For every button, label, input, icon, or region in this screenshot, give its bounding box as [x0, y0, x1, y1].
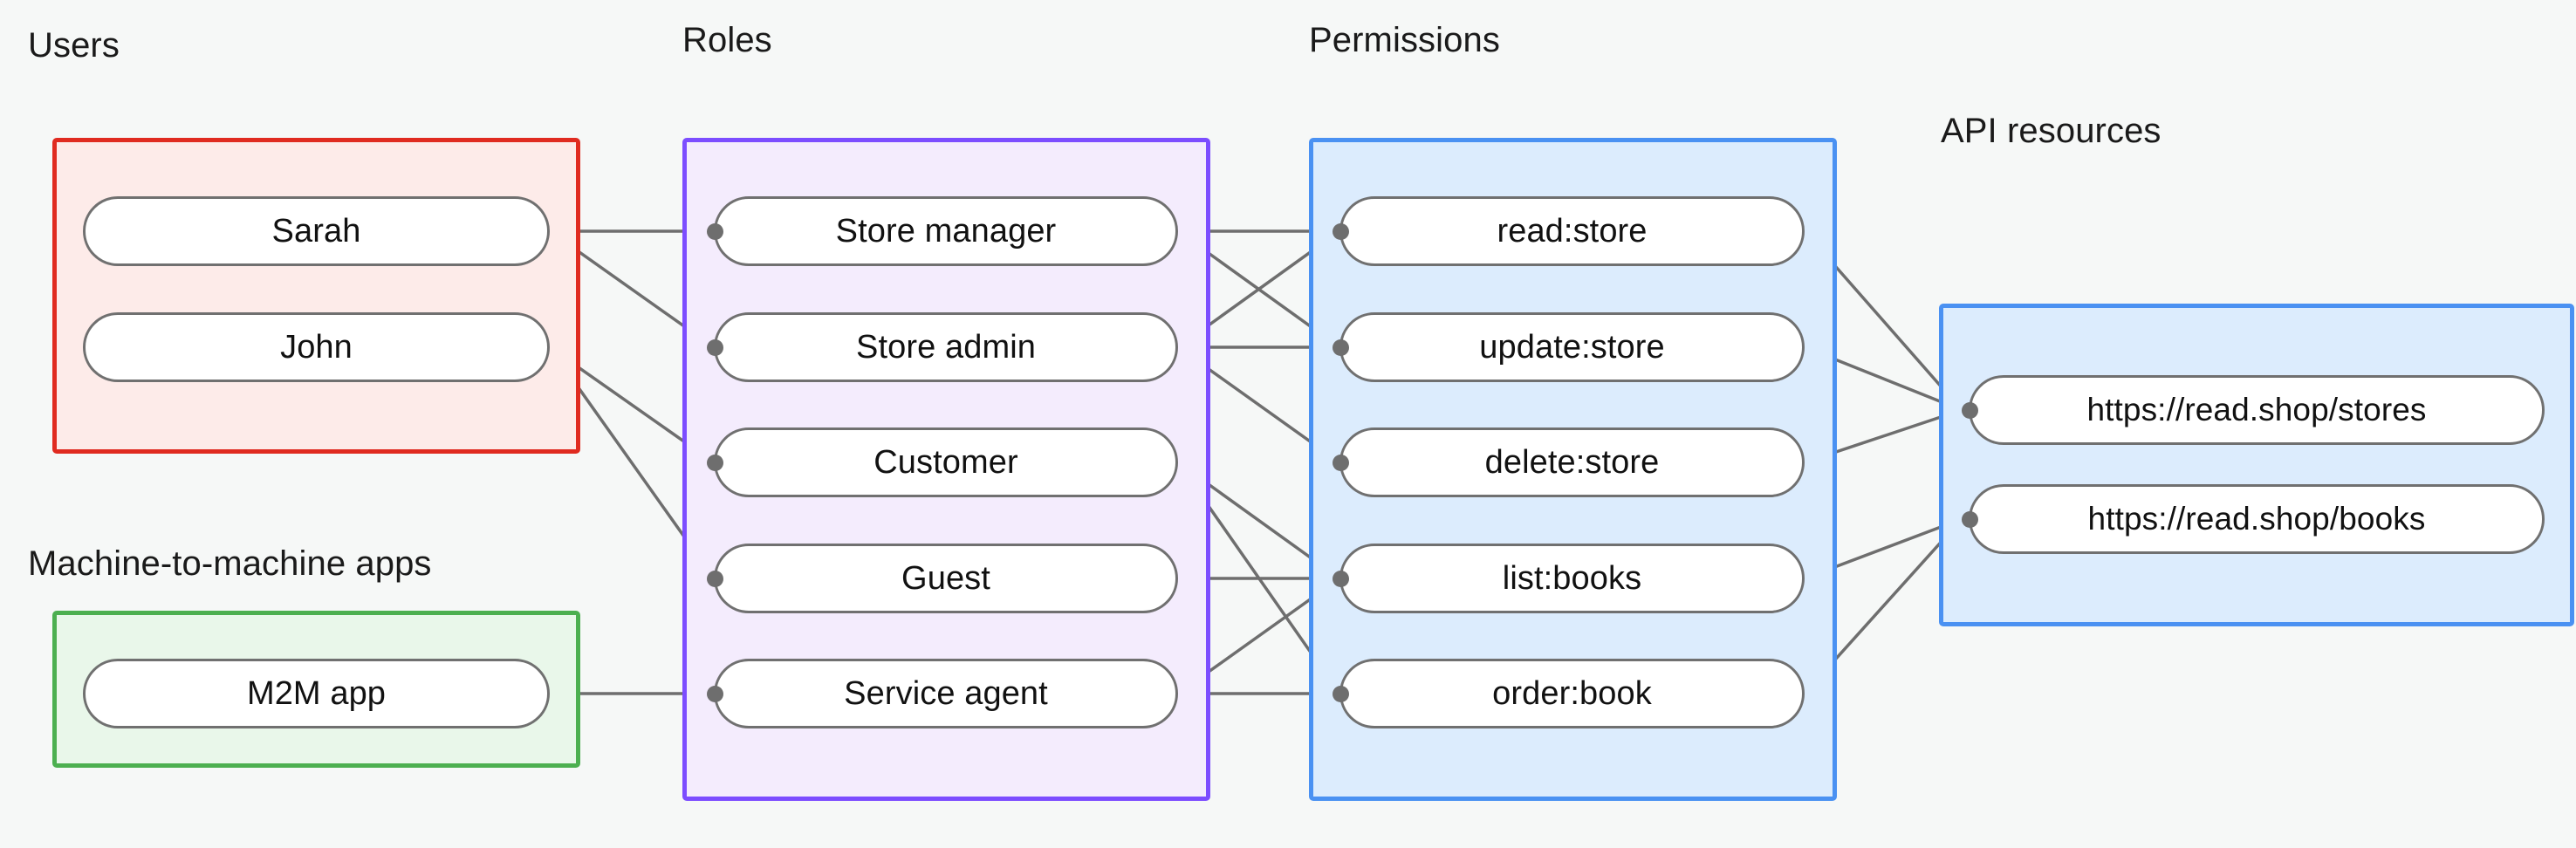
connector-dot: [707, 455, 723, 471]
connector-dot: [707, 339, 723, 356]
node-delete-store[interactable]: delete:store: [1339, 427, 1805, 497]
connector-dot: [1333, 455, 1349, 471]
node-update-store[interactable]: update:store: [1339, 312, 1805, 382]
node-store-manager[interactable]: Store manager: [714, 196, 1178, 266]
node-customer[interactable]: Customer: [714, 427, 1178, 497]
node-res-books[interactable]: https://read.shop/books: [1969, 484, 2545, 554]
connector-dot: [1333, 223, 1349, 240]
group-api-resources: [1939, 304, 2574, 626]
node-read-store[interactable]: read:store: [1339, 196, 1805, 266]
node-john[interactable]: John: [83, 312, 550, 382]
node-order-book[interactable]: order:book: [1339, 659, 1805, 728]
node-sarah[interactable]: Sarah: [83, 196, 550, 266]
node-guest[interactable]: Guest: [714, 544, 1178, 613]
node-store-admin[interactable]: Store admin: [714, 312, 1178, 382]
node-m2m-app[interactable]: M2M app: [83, 659, 550, 728]
connector-dot: [1962, 511, 1978, 528]
group-label-permissions: Permissions: [1309, 21, 1500, 59]
node-service-agent[interactable]: Service agent: [714, 659, 1178, 728]
node-list-books[interactable]: list:books: [1339, 544, 1805, 613]
connector-dot: [1333, 571, 1349, 587]
group-label-m2m: Machine-to-machine apps: [28, 544, 432, 583]
group-users: [52, 138, 580, 454]
connector-dot: [707, 686, 723, 702]
group-label-api-resources: API resources: [1941, 112, 2162, 150]
group-label-users: Users: [28, 26, 120, 65]
group-label-roles: Roles: [682, 21, 772, 59]
connector-dot: [707, 223, 723, 240]
connector-dot: [1962, 402, 1978, 419]
connector-dot: [1333, 686, 1349, 702]
connector-dot: [1333, 339, 1349, 356]
node-res-stores[interactable]: https://read.shop/stores: [1969, 375, 2545, 445]
connector-dot: [707, 571, 723, 587]
